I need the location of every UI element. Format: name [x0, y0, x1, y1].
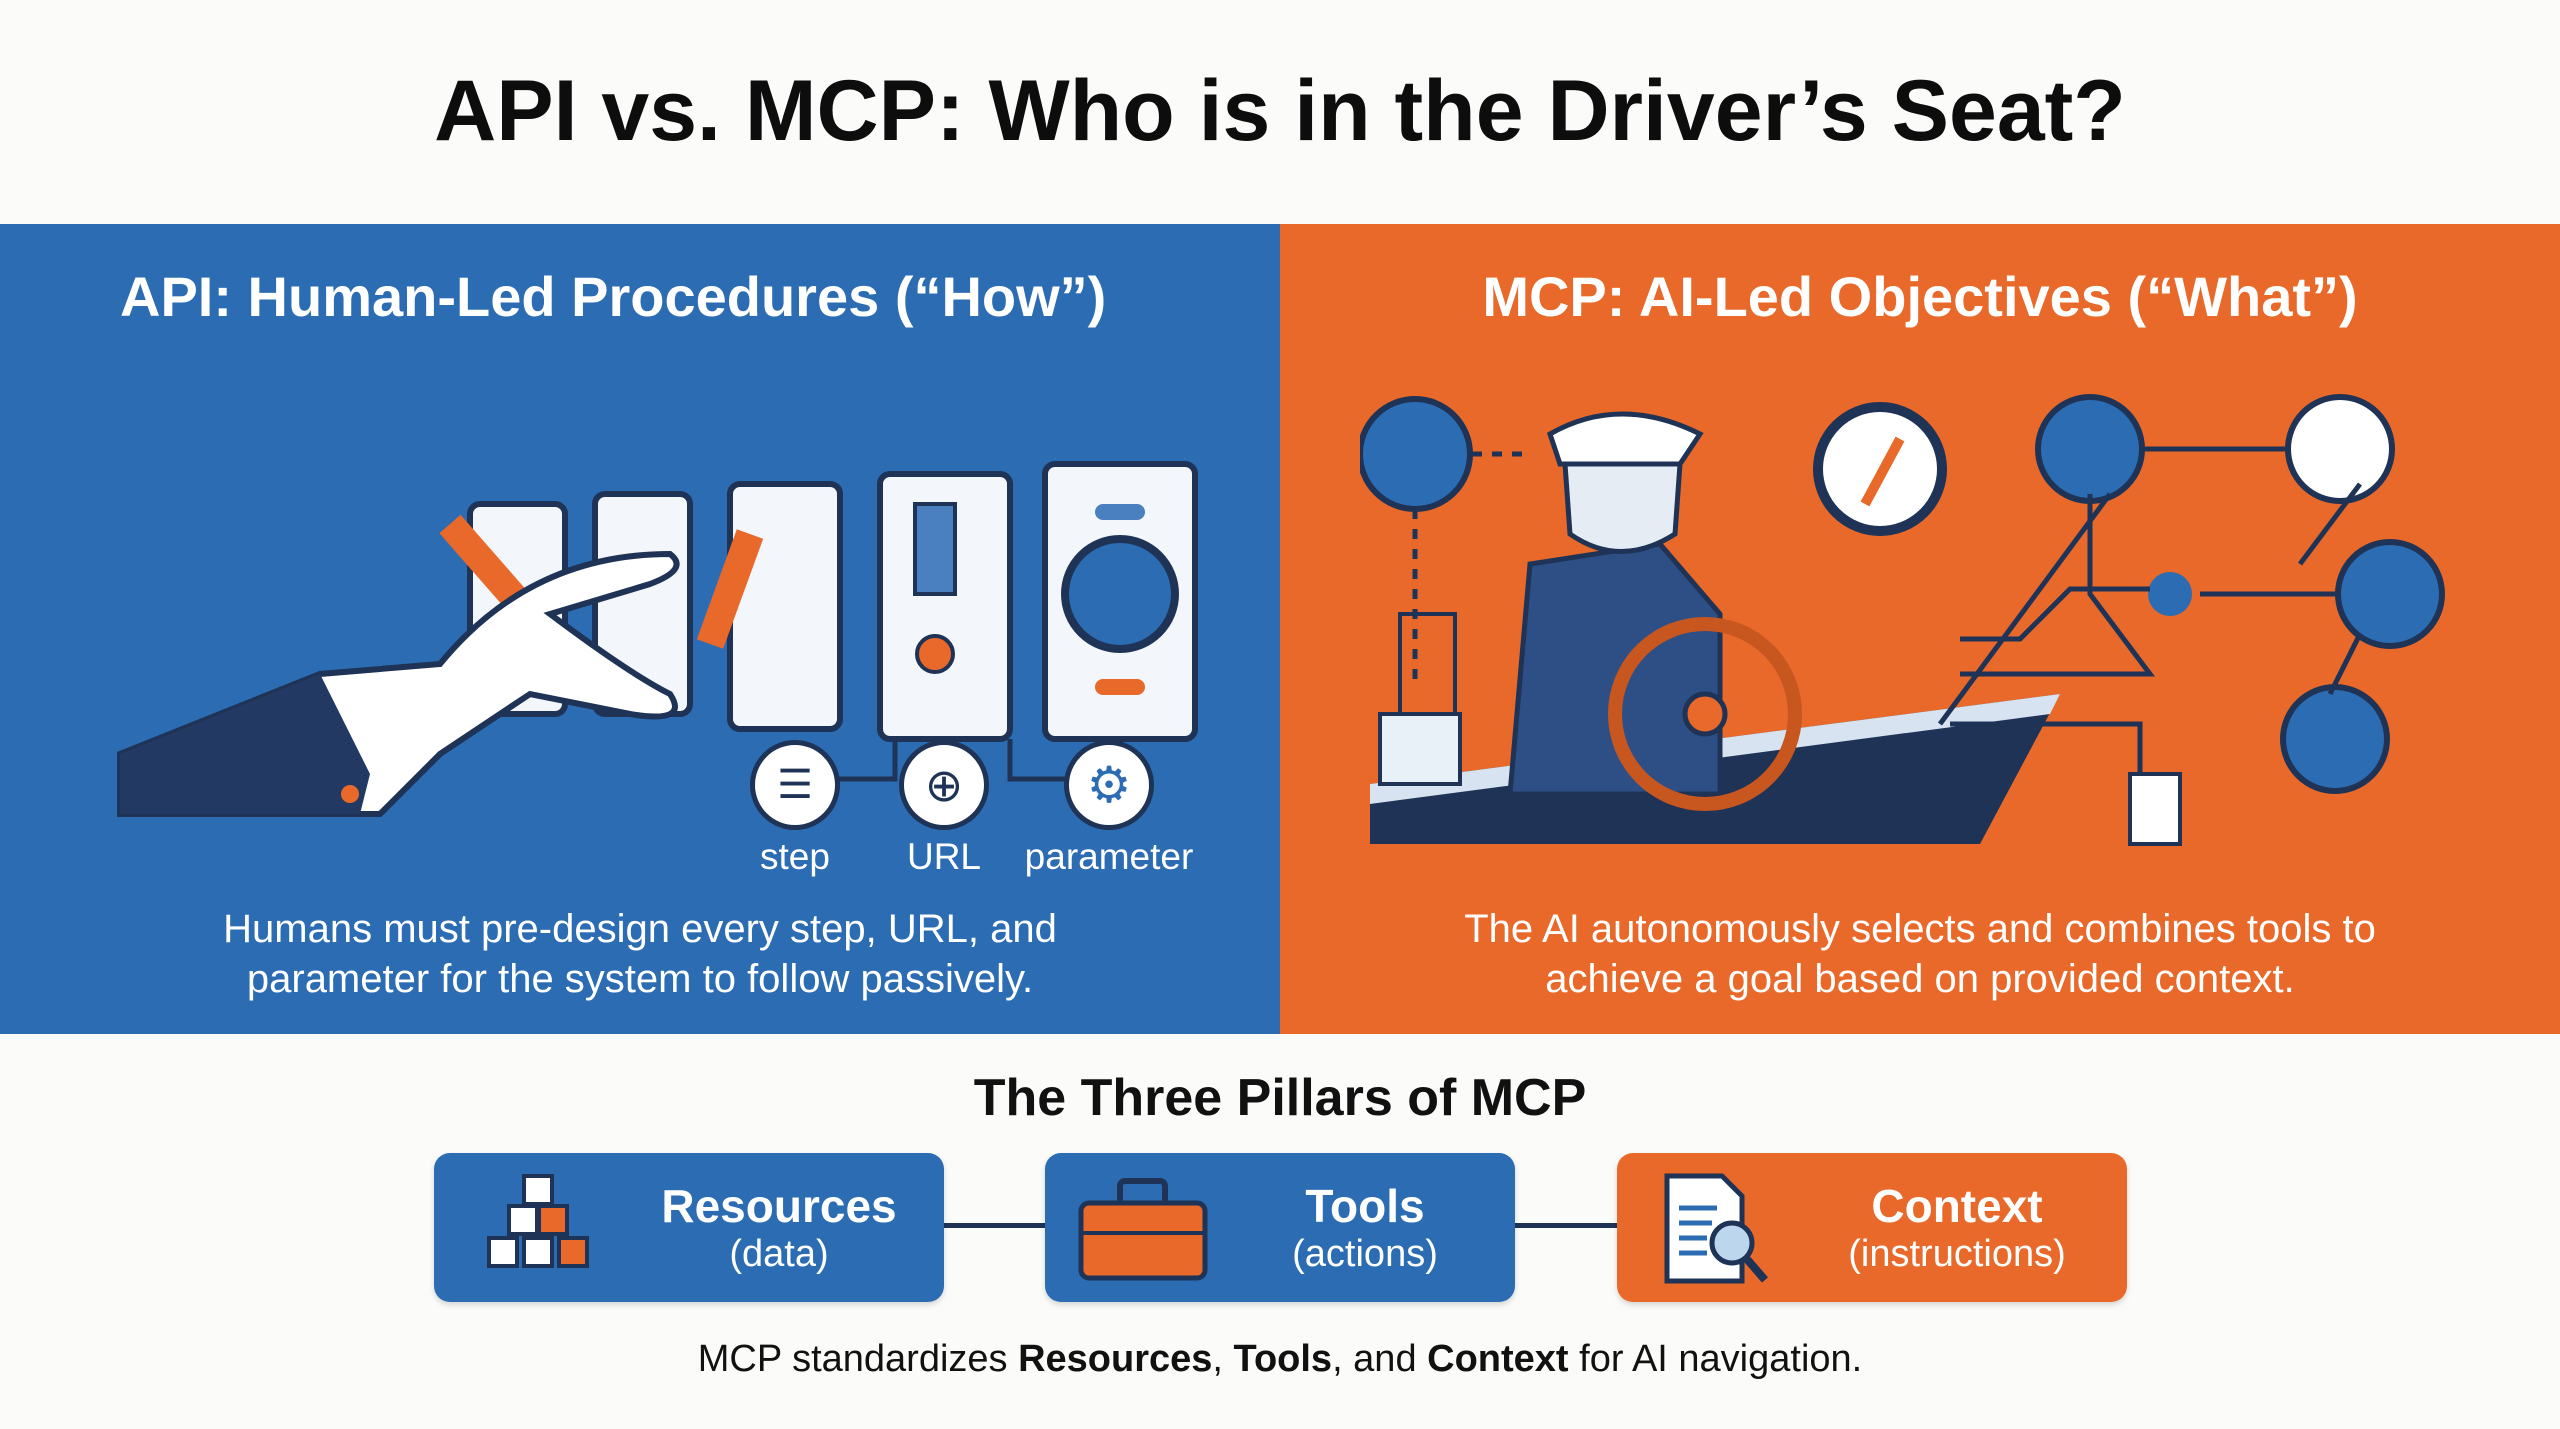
api-description-line1: Humans must pre-design every step, URL, …: [223, 907, 1057, 951]
footer-bold-tools: Tools: [1233, 1338, 1333, 1380]
connector-line: [1510, 1223, 1620, 1228]
footer-bold-context: Context: [1427, 1338, 1569, 1380]
mcp-description-line2: achieve a goal based on provided context…: [1545, 957, 2295, 1001]
url-label: URL: [906, 836, 982, 877]
pillar-tools: Tools(actions): [1045, 1153, 1515, 1302]
pillar-name: Resources: [661, 1180, 897, 1232]
mcp-description-line1: The AI autonomously selects and combines…: [1464, 907, 2376, 951]
pillar-subtitle: (data): [729, 1233, 829, 1275]
api-panel: API: Human-Led Procedures (“How”) ☰ ⊕ ⚙ …: [0, 224, 1280, 1034]
footer-summary: MCP standardizes Resources, Tools, and C…: [0, 1338, 2560, 1381]
pillar-subtitle: (actions): [1292, 1233, 1438, 1275]
step-checklist-icon: ☰: [750, 740, 840, 830]
toolbox-icon: [1078, 1177, 1208, 1280]
cubes-icon: [487, 1173, 589, 1268]
footer-bold-resources: Resources: [1018, 1338, 1213, 1380]
api-description: Humans must pre-design every step, URL, …: [0, 904, 1280, 1004]
ai-captain-ship-illustration: [1360, 394, 2445, 846]
url-globe-icon: ⊕: [899, 740, 989, 830]
document-search-icon: [1664, 1173, 1769, 1283]
parameter-label: parameter: [1024, 836, 1194, 877]
footer-text: for AI navigation.: [1568, 1338, 1863, 1380]
mcp-description: The AI autonomously selects and combines…: [1280, 904, 2560, 1004]
mcp-panel: MCP: AI-Led Objectives (“What”) The AI a…: [1280, 224, 2560, 1034]
pillar-name: Context: [1871, 1180, 2043, 1232]
step-label: step: [760, 836, 830, 877]
switch-panel-illustration: [117, 461, 1198, 829]
footer-text: ,: [1212, 1338, 1234, 1380]
pillar-resources: Resources(data): [434, 1153, 944, 1302]
pillar-subtitle: (instructions): [1848, 1233, 2066, 1275]
api-heading: API: Human-Led Procedures (“How”): [120, 265, 1107, 328]
pillars-title: The Three Pillars of MCP: [973, 1069, 1587, 1127]
footer-text: , and: [1332, 1338, 1428, 1380]
page-title: API vs. MCP: Who is in the Driver’s Seat…: [434, 63, 2126, 159]
mcp-heading: MCP: AI-Led Objectives (“What”): [1482, 265, 2358, 328]
parameter-gear-icon: ⚙: [1064, 740, 1154, 830]
footer-text: MCP standardizes: [697, 1338, 1019, 1380]
pillar-context: Context(instructions): [1617, 1153, 2127, 1302]
api-description-line2: parameter for the system to follow passi…: [246, 957, 1034, 1001]
connector-line: [940, 1223, 1050, 1228]
pillar-name: Tools: [1305, 1180, 1425, 1232]
